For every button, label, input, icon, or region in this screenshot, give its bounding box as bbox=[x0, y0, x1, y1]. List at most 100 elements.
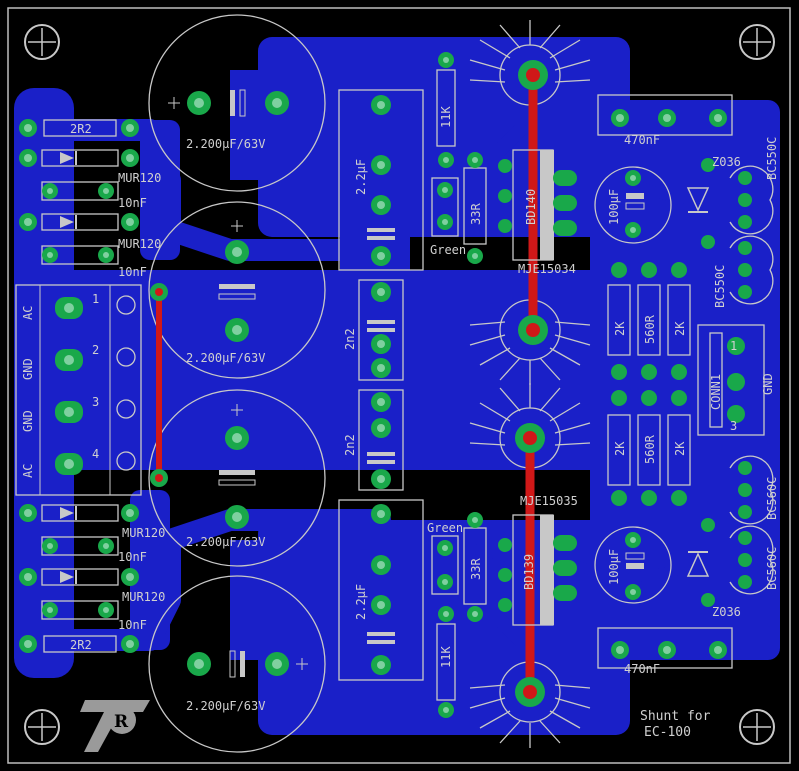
label-33r-top: 33R bbox=[469, 203, 483, 225]
label-gnd-1: GND bbox=[21, 358, 35, 380]
transistor-bc560-2 bbox=[729, 525, 774, 595]
logo-mark: R bbox=[80, 700, 150, 752]
label-green-bottom: Green bbox=[427, 521, 463, 535]
label-cap-big-mid1: 2.200µF/63V bbox=[186, 351, 265, 365]
resistor-33r-bottom bbox=[463, 512, 487, 622]
label-bc550-1: BC550C bbox=[765, 137, 779, 180]
label-2n2-bottom: 2n2 bbox=[343, 434, 357, 456]
diode-mur1 bbox=[19, 149, 139, 167]
label-mje-top: MJE15034 bbox=[518, 262, 576, 276]
cap-100u-top bbox=[594, 166, 672, 244]
label-10nf-1: 10nF bbox=[118, 196, 147, 210]
cap-10nf-4 bbox=[41, 600, 119, 620]
transistor-bc550-2 bbox=[729, 235, 774, 305]
label-mje-bottom: MJE15035 bbox=[520, 494, 578, 508]
mounting-hole-tl bbox=[24, 24, 60, 60]
label-conn-1: 1 bbox=[730, 339, 737, 353]
cap-470n-bottom bbox=[597, 627, 733, 669]
resistor-11k-top bbox=[436, 52, 456, 168]
label-10nf-2: 10nF bbox=[118, 265, 147, 279]
cap-2n2-top bbox=[358, 279, 404, 381]
label-cap-big-bottom: 2.200µF/63V bbox=[186, 699, 265, 713]
cap-10nf-2 bbox=[41, 245, 119, 265]
label-2k-2: 2K bbox=[673, 321, 687, 336]
label-term-3: 3 bbox=[92, 395, 99, 409]
label-term-1: 1 bbox=[92, 292, 99, 306]
label-cap-big-mid2: 2.200µF/63V bbox=[186, 535, 265, 549]
cap-2u2-top bbox=[338, 89, 424, 271]
label-2u2-top: 2.2µF bbox=[354, 159, 368, 195]
diode-mur4 bbox=[19, 568, 139, 586]
label-33r-bottom: 33R bbox=[469, 558, 483, 580]
label-11k-bottom: 11K bbox=[439, 646, 453, 668]
label-ac-bottom: AC bbox=[21, 464, 35, 478]
resistor-array bbox=[607, 262, 691, 506]
resistor-11k-bottom bbox=[436, 606, 456, 718]
label-470n-bottom: 470nF bbox=[624, 662, 660, 676]
label-ac-top: AC bbox=[21, 306, 35, 320]
label-2k-3: 2K bbox=[613, 441, 627, 456]
label-bc560-1: BC560C bbox=[765, 477, 779, 520]
label-z036-bottom: Z036 bbox=[712, 605, 741, 619]
cap-10nf-1 bbox=[41, 181, 119, 201]
cap-470n-top bbox=[597, 94, 733, 136]
label-bc550-2: BC550C bbox=[713, 265, 727, 308]
transistor-bc560-1 bbox=[729, 455, 774, 525]
cap-100u-bottom bbox=[594, 526, 672, 604]
cap-2n2-bottom bbox=[358, 389, 404, 491]
zener-top bbox=[686, 158, 715, 249]
connector-conn1 bbox=[697, 324, 765, 436]
terminal-block bbox=[15, 284, 142, 496]
cap-2u2-bottom bbox=[338, 499, 424, 681]
label-2r2-bottom: 2R2 bbox=[70, 638, 92, 652]
label-conn-gnd: GND bbox=[761, 373, 775, 395]
diode-mur2 bbox=[19, 213, 139, 231]
label-bd140: BD140 bbox=[524, 189, 538, 225]
label-green-top: Green bbox=[430, 243, 466, 257]
board-outline bbox=[7, 7, 791, 764]
cap-big-top bbox=[148, 14, 326, 192]
label-z036-top: Z036 bbox=[712, 155, 741, 169]
label-term-4: 4 bbox=[92, 447, 99, 461]
svg-text:R: R bbox=[114, 712, 129, 732]
label-conn1: CONN1 bbox=[709, 374, 723, 410]
cap-10nf-3 bbox=[41, 536, 119, 556]
label-10nf-4: 10nF bbox=[118, 618, 147, 632]
label-100u-bottom: 100µF bbox=[607, 549, 621, 585]
cap-big-mid1 bbox=[148, 201, 326, 379]
transistor-bc550-1 bbox=[729, 165, 774, 235]
label-conn-3: 3 bbox=[730, 419, 737, 433]
board-title-line1: Shunt for bbox=[640, 709, 711, 724]
led-green-top bbox=[431, 177, 459, 237]
label-mur4: MUR120 bbox=[122, 590, 165, 604]
mounting-hole-bl bbox=[24, 709, 60, 745]
transistor-bd140 bbox=[498, 149, 577, 261]
led-green-bottom bbox=[431, 535, 459, 595]
label-10nf-3: 10nF bbox=[118, 550, 147, 564]
label-gnd-2: GND bbox=[21, 410, 35, 432]
label-mur2: MUR120 bbox=[118, 237, 161, 251]
mounting-hole-br bbox=[739, 709, 775, 745]
label-470n-top: 470nF bbox=[624, 133, 660, 147]
resistor-33r-top bbox=[463, 152, 487, 264]
label-mur3: MUR120 bbox=[122, 526, 165, 540]
label-cap-big-top: 2.200µF/63V bbox=[186, 137, 265, 151]
label-2k-4: 2K bbox=[673, 441, 687, 456]
mounting-hole-tr bbox=[739, 24, 775, 60]
cap-big-mid2 bbox=[148, 389, 326, 567]
label-bd139: BD139 bbox=[522, 554, 536, 590]
label-2u2-bottom: 2.2µF bbox=[354, 584, 368, 620]
label-2k-1: 2K bbox=[613, 321, 627, 336]
label-2n2-top: 2n2 bbox=[343, 328, 357, 350]
label-100u-top: 100µF bbox=[607, 189, 621, 225]
label-bc560-2: BC560C bbox=[765, 547, 779, 590]
resistor-2r2-top bbox=[19, 119, 139, 137]
label-mur1: MUR120 bbox=[118, 171, 161, 185]
board-title-line2: EC-100 bbox=[644, 725, 691, 740]
diode-mur3 bbox=[19, 504, 139, 522]
label-11k-top: 11K bbox=[439, 106, 453, 128]
zener-bottom bbox=[686, 518, 715, 607]
transistor-bd139 bbox=[498, 514, 577, 626]
label-560r-1: 560R bbox=[643, 314, 657, 344]
